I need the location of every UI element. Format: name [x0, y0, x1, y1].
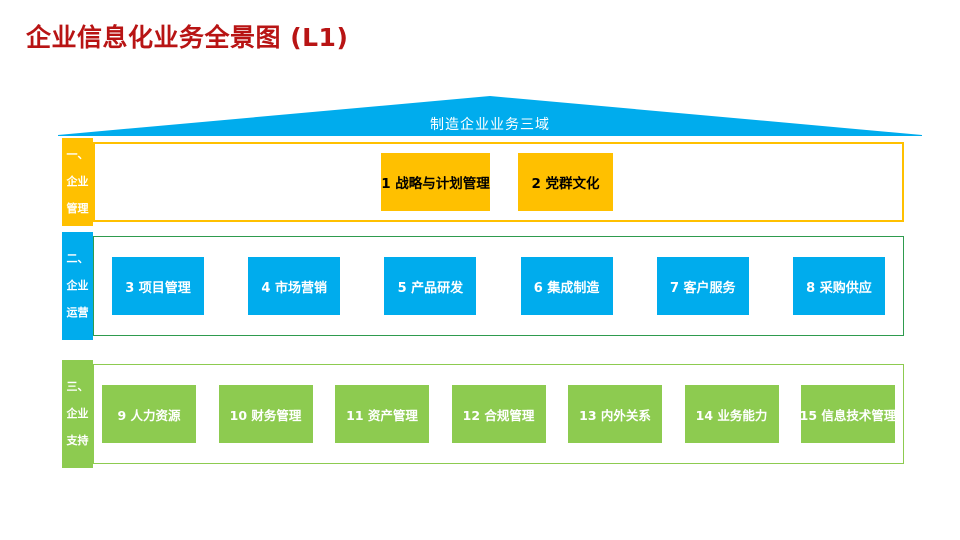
band-tab-line: 管理 — [66, 202, 89, 216]
band-tab-line: 企业 — [66, 407, 89, 421]
band-body-operations: 3 项目管理 4 市场营销 5 产品研发 6 集成制造 7 客户服务 8 采购供… — [93, 236, 904, 336]
capability-cell[interactable]: 6 集成制造 — [520, 257, 613, 315]
band-tab-line: 一、 — [66, 148, 89, 162]
band-tab-support[interactable]: 三、 企业 支持 — [62, 360, 93, 468]
band-tab-line: 企业 — [66, 175, 89, 189]
capability-cell[interactable]: 12 合规管理 — [451, 385, 546, 443]
capability-cell[interactable]: 9 人力资源 — [102, 385, 196, 443]
capability-cell[interactable]: 15 信息技术管理 — [800, 385, 896, 443]
page-title: 企业信息化业务全景图 (L1) — [26, 23, 349, 52]
band-support: 三、 企业 支持 9 人力资源 10 财务管理 11 资产管理 12 合规管理 … — [62, 360, 904, 468]
band-tab-line: 三、 — [66, 380, 89, 394]
band-tab-line: 二、 — [66, 252, 89, 266]
capability-cell[interactable]: 3 项目管理 — [112, 257, 204, 315]
band-operations: 二、 企业 运营 3 项目管理 4 市场营销 5 产品研发 6 集成制造 7 客… — [62, 232, 904, 340]
capability-cell[interactable]: 2 党群文化 — [518, 153, 613, 211]
capability-cell[interactable]: 8 采购供应 — [792, 257, 885, 315]
roof-banner: 制造企业业务三域 — [58, 96, 922, 136]
roof-triangle-icon — [58, 96, 922, 136]
capability-cell[interactable]: 11 资产管理 — [335, 385, 429, 443]
capability-cell[interactable]: 1 战略与计划管理 — [381, 153, 490, 211]
capability-cell[interactable]: 4 市场营销 — [248, 257, 341, 315]
band-tab-operations[interactable]: 二、 企业 运营 — [62, 232, 93, 340]
capability-cell[interactable]: 14 业务能力 — [684, 385, 779, 443]
capability-cell[interactable]: 10 财务管理 — [218, 385, 313, 443]
band-tab-line: 运营 — [66, 306, 89, 320]
band-tab-line: 支持 — [66, 434, 89, 448]
band-management: 一、 企业 管理 1 战略与计划管理 2 党群文化 — [62, 138, 904, 226]
band-tab-line: 企业 — [66, 279, 89, 293]
band-body-support: 9 人力资源 10 财务管理 11 资产管理 12 合规管理 13 内外关系 1… — [93, 364, 904, 464]
capability-cell[interactable]: 5 产品研发 — [384, 257, 477, 315]
capability-cell[interactable]: 13 内外关系 — [568, 385, 662, 443]
band-body-management: 1 战略与计划管理 2 党群文化 — [93, 142, 904, 222]
capability-cell[interactable]: 7 客户服务 — [656, 257, 749, 315]
band-tab-management[interactable]: 一、 企业 管理 — [62, 138, 93, 226]
